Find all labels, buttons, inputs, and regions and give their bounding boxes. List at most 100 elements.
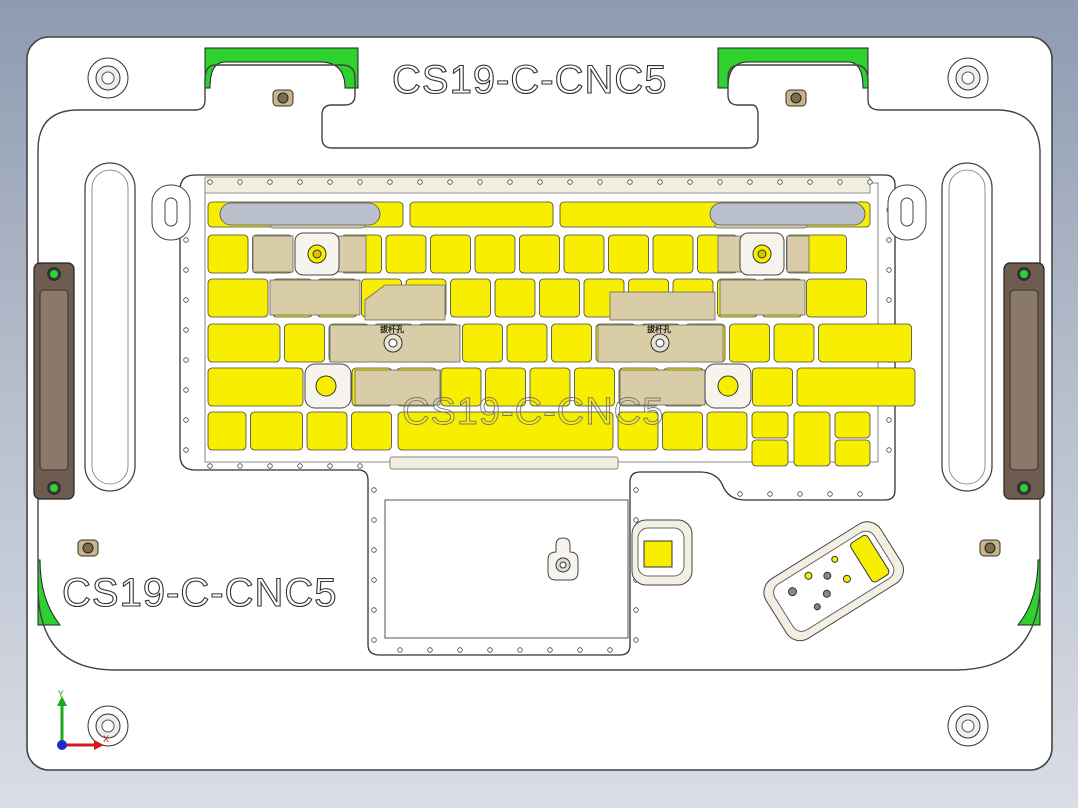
screw-dot [767,491,773,497]
inner-outline [37,64,1041,671]
screw-dot [657,179,663,185]
key-cap [351,411,392,451]
screw-dot [207,463,213,469]
key-cap [818,323,912,363]
screw-dot [371,577,377,583]
screw-dot [857,491,863,497]
screw-dot [387,179,393,185]
key-cap [397,411,614,451]
locator-pad-left-upper [294,232,340,276]
screw-dot [737,491,743,497]
screw-dot [837,179,843,185]
screw-dot [297,463,303,469]
screw-dot [183,267,189,273]
screw-dot [867,179,873,185]
key-cap [806,278,867,318]
key-cap [474,234,516,274]
grey-slot-right [709,202,866,226]
screw-dot [633,607,639,613]
key-cap [773,323,815,363]
key-cap [729,323,770,363]
screw-dot [327,179,333,185]
screw-dot [297,179,303,185]
screw-dot [886,297,892,303]
key-cap [207,278,269,318]
screw-dot [633,637,639,643]
triad-y-label: Y [57,690,64,700]
screw-dot [507,179,513,185]
screw-dot [797,491,803,497]
screw-dot [487,647,493,653]
screw-dot [687,179,693,185]
key-cap [608,234,649,274]
part-label-top: CS19-C-CNC5 [392,58,668,102]
locator-pad-right-lower [704,363,752,409]
keyboard-top-rail [204,176,871,194]
key-cap [706,411,748,451]
green-tab-bottom-left [37,559,62,626]
connector-nest [763,521,904,642]
left-slot [84,162,136,492]
key-cap [551,323,592,363]
screw-dot [717,179,723,185]
screw-dot [827,491,833,497]
screw-dot [183,417,189,423]
left-handle[interactable] [33,262,75,500]
screw-dot [357,463,363,469]
screw-dot [886,417,892,423]
key-cap [506,323,548,363]
key-cap [207,234,249,274]
screw-dot [447,179,453,185]
green-tab-bottom-right [1016,559,1041,626]
key-cap [563,234,605,274]
screw-dot [357,179,363,185]
locator-hole-bottom-right [947,705,989,747]
clamp-stud-top-right [785,89,807,107]
key-cap [617,411,659,451]
square-locator [631,519,693,586]
screw-dot [371,607,377,613]
locator-pad-right-upper [739,232,785,276]
key-cap [450,278,491,318]
screw-dot [807,179,813,185]
key-cap [652,234,694,274]
screw-dot [237,463,243,469]
screw-dot [417,179,423,185]
screw-dot [577,647,583,653]
screw-dot [747,179,753,185]
screw-dot [427,647,433,653]
key-cap [834,411,871,439]
pull-pin-hole-right [650,333,670,353]
key-cap [796,367,916,407]
screw-dot [183,297,189,303]
screw-dot [267,179,273,185]
screw-dot [371,547,377,553]
key-cap [662,411,703,451]
key-cap [250,411,303,451]
key-cap [752,367,793,407]
screw-dot [397,647,403,653]
key-cap [494,278,536,318]
screw-dot [633,517,639,523]
ear-slot-left [151,184,191,241]
locator-pad-left-lower [304,363,352,409]
palm-rest-pocket [384,499,629,639]
key-cap [440,367,482,407]
pull-pin-hole-left [383,333,403,353]
key-cap [751,411,789,439]
key-cap [284,323,325,363]
clamp-stud-mid-right [979,539,1001,557]
screw-dot [597,179,603,185]
screw-dot [183,327,189,333]
screw-dot [567,179,573,185]
coordinate-triad [57,696,104,750]
triad-x-label: X [103,735,109,745]
green-tab-top-left [204,47,359,89]
screw-dot [517,647,523,653]
key-cap [385,234,427,274]
right-handle[interactable] [1003,262,1045,500]
pull-pin-note-right: 拔杆孔 [647,324,671,334]
screw-dot [371,517,377,523]
screw-dot [886,267,892,273]
